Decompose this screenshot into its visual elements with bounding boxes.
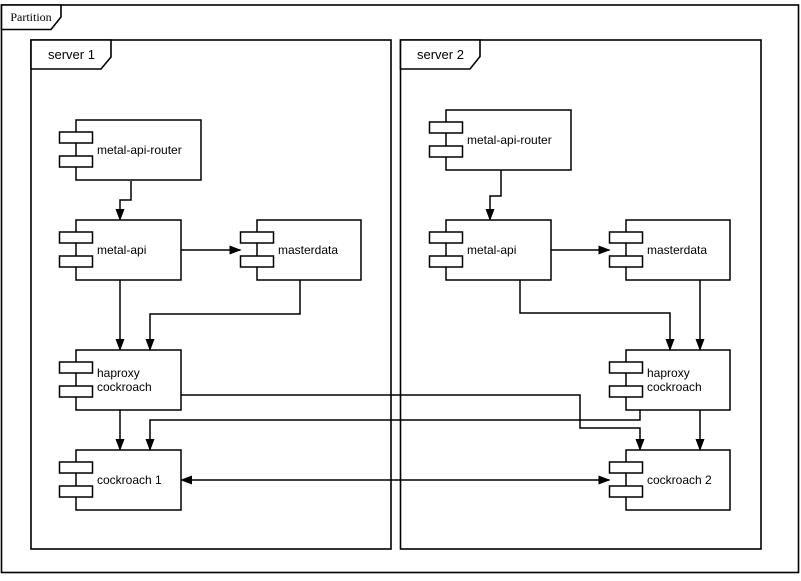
- component-s2-haproxy-cockroach: [608, 349, 731, 411]
- component-box: [625, 449, 731, 511]
- component-s1-cockroach-1: [58, 449, 182, 511]
- component-icon: [428, 121, 464, 134]
- server2-label: server 2: [417, 46, 464, 62]
- component-s1-haproxy-cockroach: [58, 349, 182, 411]
- component-s2-cockroach-2: [608, 449, 731, 511]
- component-icon: [608, 461, 644, 474]
- component-box: [625, 219, 731, 281]
- component-box: [75, 219, 182, 281]
- component-icon: [608, 385, 644, 398]
- component-box: [445, 219, 552, 281]
- edge-s2-api-to-haproxy: [519, 280, 675, 351]
- component-label-s1-metal-api: metal-api: [97, 242, 147, 257]
- component-icon: [58, 485, 94, 498]
- component-label-s2-metal-api-router: metal-api-router: [467, 132, 552, 147]
- component-icon: [608, 361, 644, 374]
- component-label-s1-masterdata: masterdata: [278, 242, 339, 257]
- component-icon: [239, 231, 275, 244]
- component-box: [75, 119, 202, 181]
- component-icon: [58, 385, 94, 398]
- server1-tab: [30, 39, 112, 70]
- component-label-s1-metal-api-router: metal-api-router: [97, 142, 182, 157]
- server2-tab: [399, 39, 481, 70]
- component-icon: [58, 255, 94, 268]
- component-box: [445, 109, 572, 171]
- component-s1-metal-api-router: [58, 119, 202, 181]
- component-icon: [239, 255, 275, 268]
- edge-s1-router-to-api: [115, 181, 132, 221]
- component-label-s2-masterdata: masterdata: [647, 242, 708, 257]
- component-label-s2-haproxy-cockroach: haproxy cockroach: [647, 365, 702, 394]
- component-icon: [428, 145, 464, 158]
- component-icon: [608, 231, 644, 244]
- component-s2-masterdata: [608, 219, 731, 281]
- component-s2-metal-api-router: [428, 109, 572, 171]
- component-icon: [608, 255, 644, 268]
- component-label-s2-metal-api: metal-api: [467, 242, 517, 257]
- component-icon: [58, 461, 94, 474]
- component-label-s2-cockroach-2: cockroach 2: [647, 472, 712, 487]
- component-s1-masterdata: [239, 219, 362, 281]
- component-box: [625, 349, 731, 411]
- edge-s2-router-to-api: [485, 170, 502, 221]
- edge-s1-masterdata-to-haproxy: [145, 280, 301, 351]
- component-s2-metal-api: [428, 219, 552, 281]
- component-icon: [58, 231, 94, 244]
- component-icon: [428, 255, 464, 268]
- component-label-s1-cockroach-1: cockroach 1: [97, 472, 162, 487]
- component-icon: [58, 131, 94, 144]
- component-icon: [608, 485, 644, 498]
- edge-s1-haproxy-to-cockroach2: [181, 394, 645, 451]
- component-icon: [428, 231, 464, 244]
- component-icon: [58, 155, 94, 168]
- edge-s2-haproxy-to-cockroach1: [145, 410, 641, 451]
- component-s1-metal-api: [58, 219, 182, 281]
- component-box: [75, 449, 182, 511]
- partition-label: Partition: [10, 9, 52, 24]
- component-box: [75, 349, 182, 411]
- server1-label: server 1: [48, 46, 95, 62]
- component-label-s1-haproxy-cockroach: haproxy cockroach: [97, 365, 152, 394]
- component-icon: [58, 361, 94, 374]
- partition-tab: [0, 4, 62, 31]
- component-box: [256, 219, 362, 281]
